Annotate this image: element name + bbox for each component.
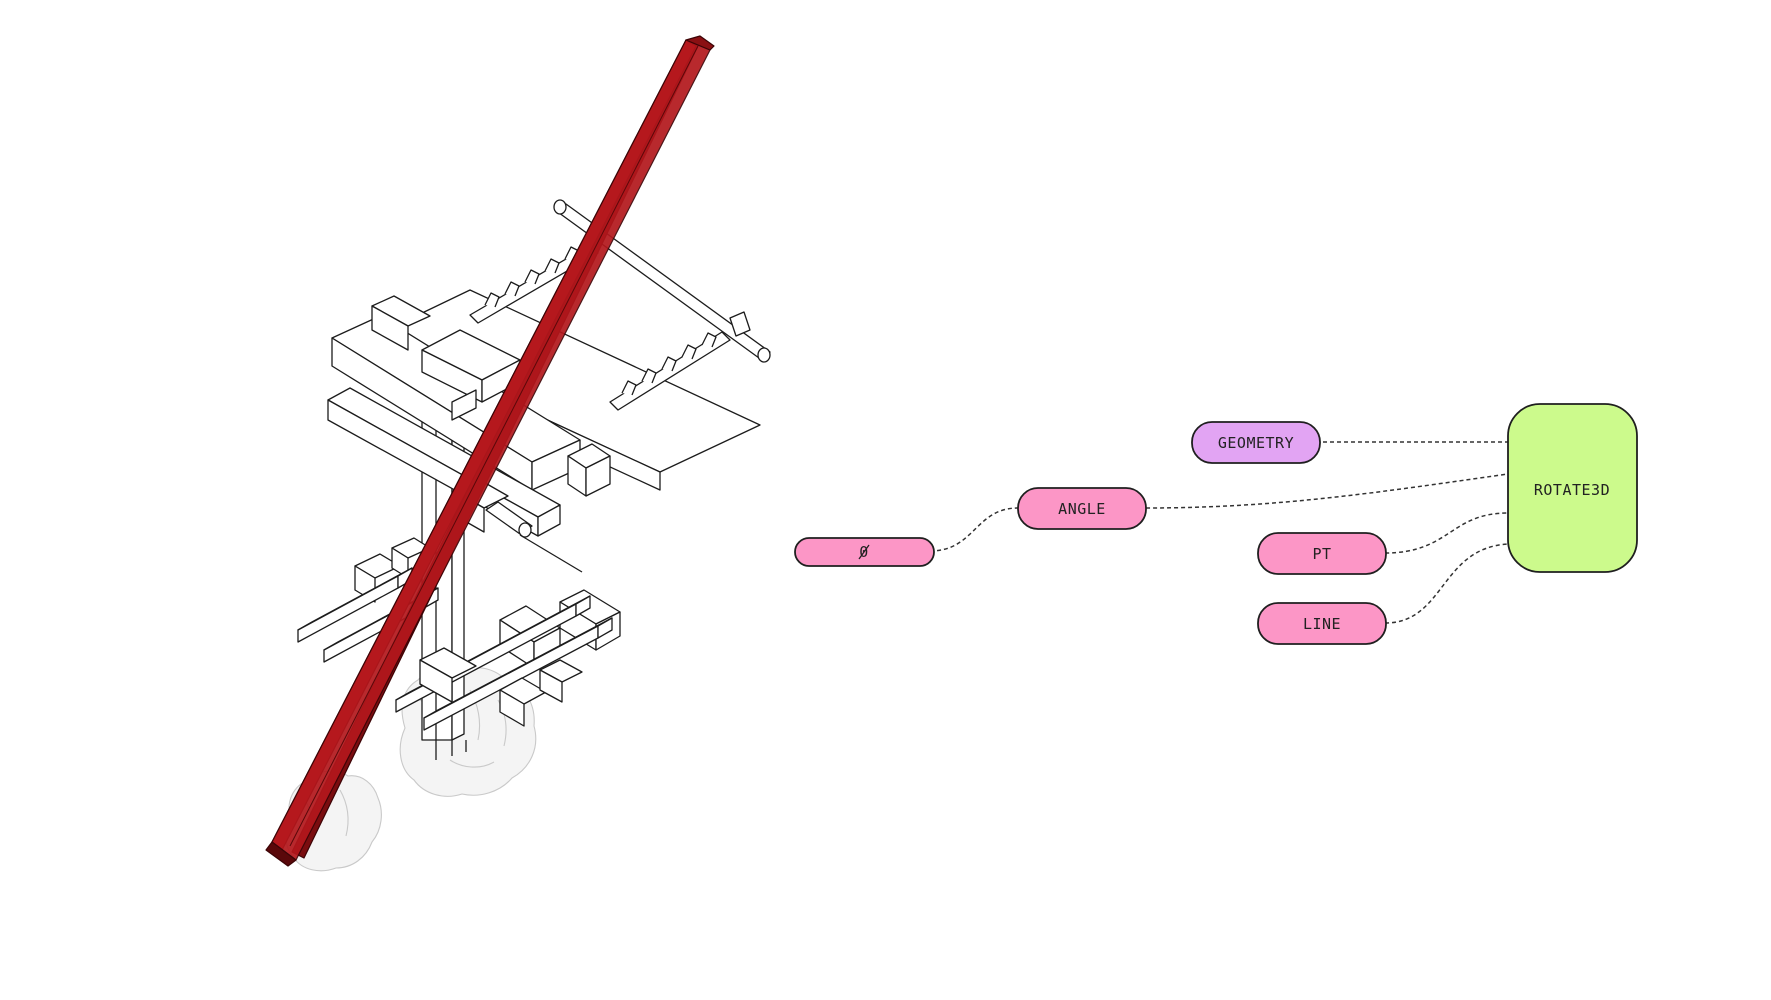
toothed-rod-lower: [610, 332, 730, 410]
node-graph: 0 ANGLE GEOMETRY PT LINE ROTATE3D: [794, 403, 1638, 645]
node-pt[interactable]: PT: [1257, 532, 1387, 575]
node-geometry-label: GEOMETRY: [1218, 434, 1294, 452]
slashed-zero-icon: [858, 544, 870, 560]
node-line[interactable]: LINE: [1257, 602, 1387, 645]
red-beam-top-cap: [685, 35, 715, 51]
node-angle-box: [1017, 487, 1147, 530]
red-beam-bottom-cap: [265, 841, 297, 867]
node-pt-box: [1257, 532, 1387, 575]
wire-pt-to-rotate3d: [1384, 512, 1509, 554]
node-geometry[interactable]: GEOMETRY: [1191, 421, 1321, 464]
node-angle[interactable]: ANGLE: [1017, 487, 1147, 530]
node-pt-label: PT: [1312, 545, 1331, 563]
wire-angle-to-rotate3d: [1145, 473, 1509, 509]
node-rotate3d-label: ROTATE3D: [1534, 481, 1610, 499]
node-line-label: LINE: [1303, 615, 1341, 633]
wire-zero-to-angle: [929, 507, 1019, 552]
wire-line-to-rotate3d: [1384, 543, 1509, 624]
node-rotate3d[interactable]: ROTATE3D: [1507, 403, 1638, 573]
node-line-box: [1257, 602, 1387, 645]
node-rotate3d-box: [1507, 403, 1638, 573]
node-geometry-box: [1191, 421, 1321, 464]
peg-cylinder: [486, 502, 582, 572]
wood-structure-drawing: [286, 200, 770, 871]
rotated-red-beam: [265, 35, 715, 867]
node-angle-label: ANGLE: [1058, 500, 1106, 518]
node-zero[interactable]: 0: [794, 537, 935, 567]
